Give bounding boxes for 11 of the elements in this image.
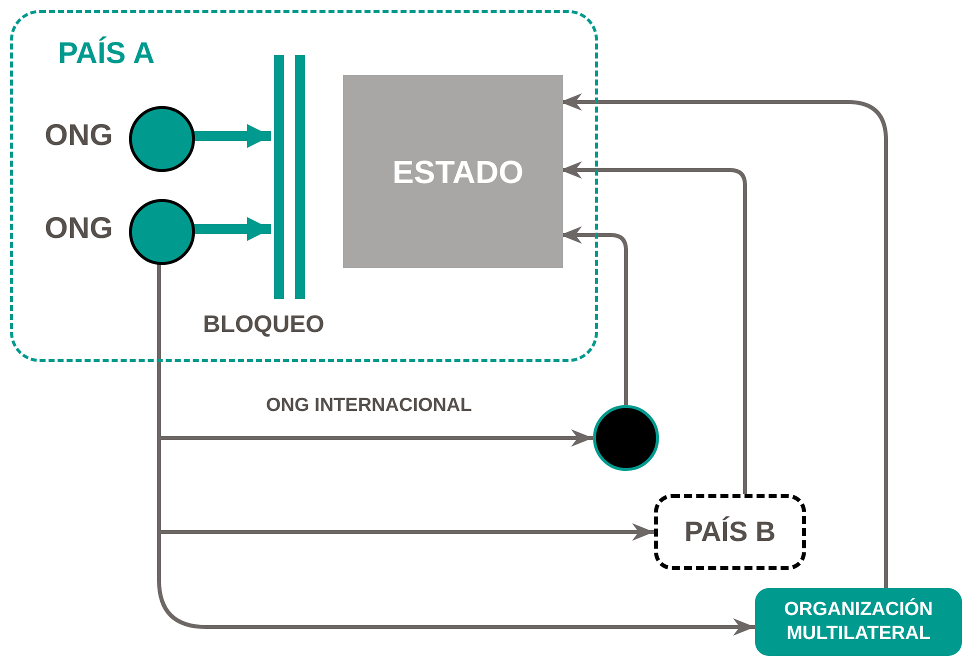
ngo-label: ONG (44, 214, 113, 244)
blockade-label: BLOQUEO (203, 313, 326, 337)
country-b-box (654, 494, 806, 570)
ngo-label: ONG (44, 121, 113, 151)
node-label: PAÍS B (684, 515, 776, 549)
country-container (10, 10, 598, 362)
node-label: ORGANIZACIÓN MULTILATERAL (783, 598, 934, 646)
state-box (343, 75, 563, 268)
multilateral-organization-box (755, 588, 962, 656)
blockade-bars (274, 55, 305, 299)
node-label: ESTADO (392, 152, 524, 192)
